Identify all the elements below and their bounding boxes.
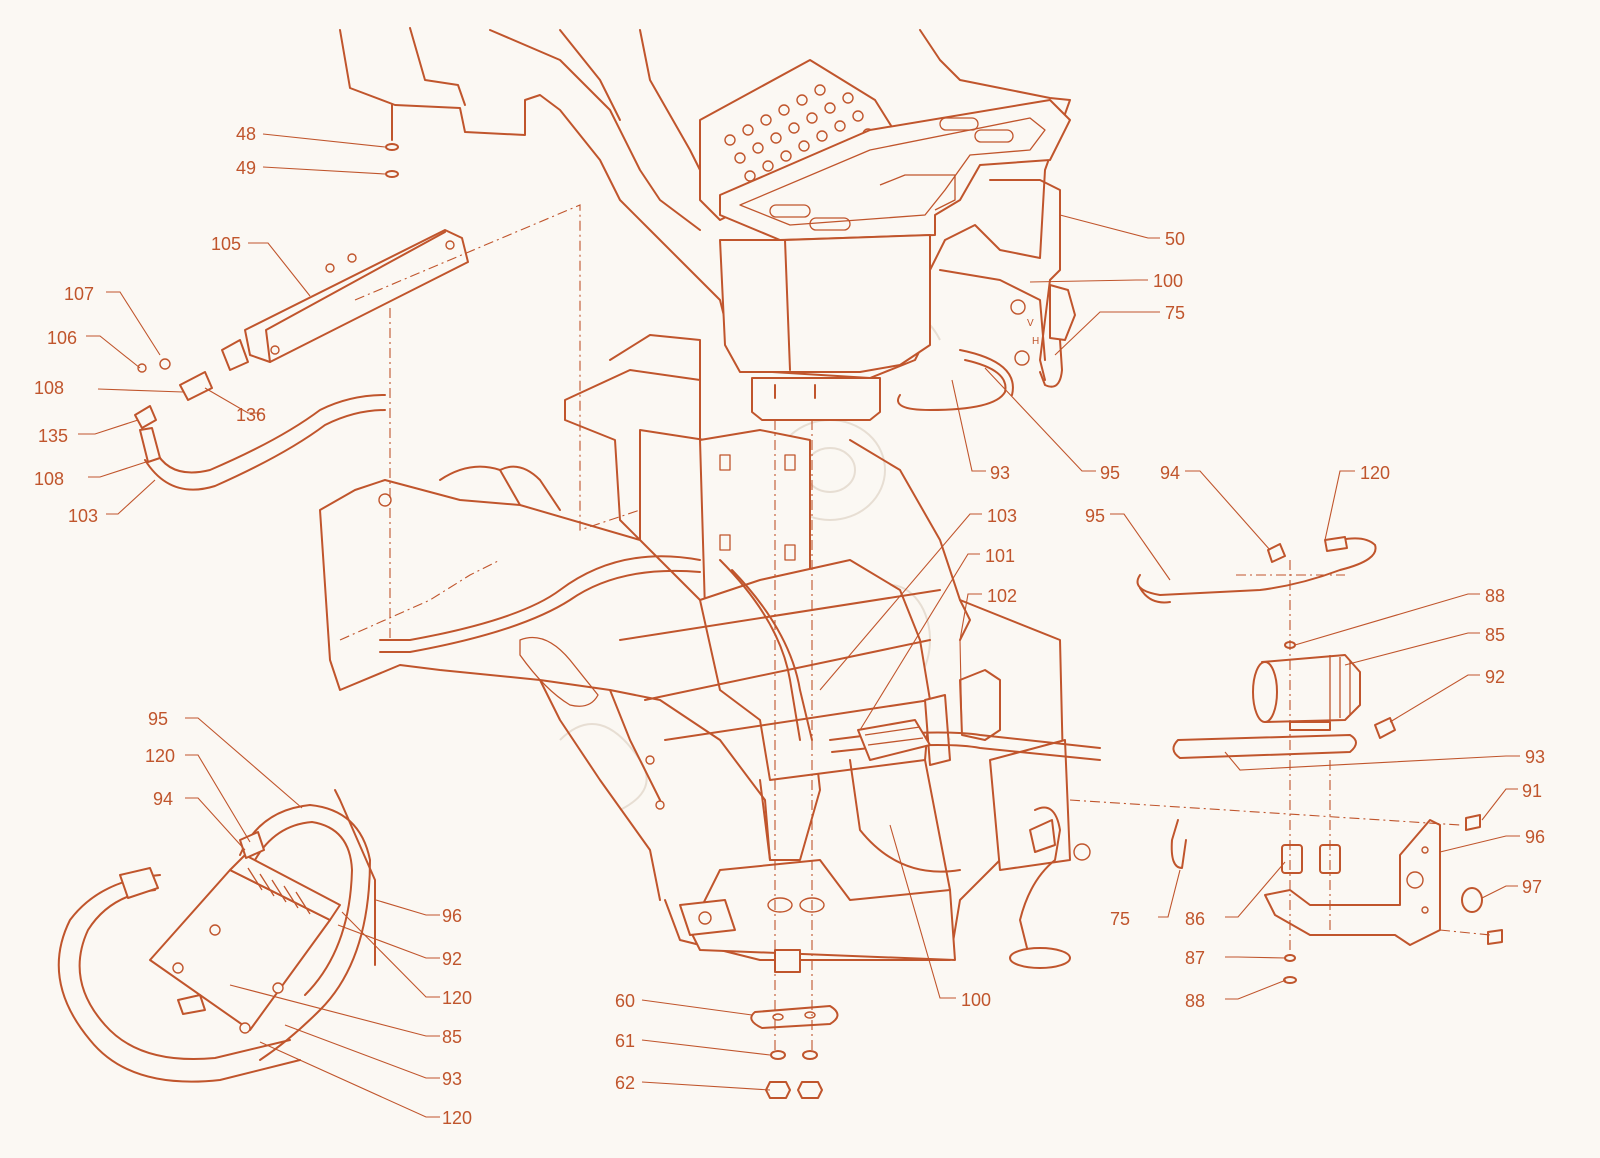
callout-105: 105 bbox=[211, 234, 241, 254]
callout-62: 62 bbox=[615, 1073, 635, 1093]
callout-120-detail-mid: 120 bbox=[442, 988, 472, 1008]
callout-87: 87 bbox=[1185, 948, 1205, 968]
callout-100-top: 100 bbox=[1153, 271, 1183, 291]
callout-102: 102 bbox=[987, 586, 1017, 606]
callout-96-detail: 96 bbox=[442, 906, 462, 926]
cylinder-105 bbox=[134, 229, 469, 429]
detail-pump-fins bbox=[247, 867, 311, 915]
callout-92-right: 92 bbox=[1485, 667, 1505, 687]
callout-85-right: 85 bbox=[1485, 625, 1505, 645]
callout-135: 135 bbox=[38, 426, 68, 446]
plate-and-nuts bbox=[750, 1005, 839, 1099]
callout-108-top: 108 bbox=[34, 378, 64, 398]
leader-lines bbox=[78, 133, 1520, 1118]
callout-97: 97 bbox=[1522, 877, 1542, 897]
callout-85-detail: 85 bbox=[442, 1027, 462, 1047]
pump-assembly-right bbox=[1136, 536, 1503, 984]
center-lines bbox=[339, 204, 1491, 1050]
washers-48-49 bbox=[385, 104, 399, 178]
callout-91: 91 bbox=[1522, 781, 1542, 801]
callout-60: 60 bbox=[615, 991, 635, 1011]
left-hose-103 bbox=[139, 394, 386, 491]
callout-120-detail-bottom: 120 bbox=[442, 1108, 472, 1128]
callout-88-bottom: 88 bbox=[1185, 991, 1205, 1011]
callout-95-right: 95 bbox=[1085, 506, 1105, 526]
callout-48: 48 bbox=[236, 124, 256, 144]
callout-95-center: 95 bbox=[1100, 463, 1120, 483]
callout-94-detail: 94 bbox=[153, 789, 173, 809]
callout-86: 86 bbox=[1185, 909, 1205, 929]
callout-93-right: 93 bbox=[1525, 747, 1545, 767]
callout-136: 136 bbox=[236, 405, 266, 425]
callout-75-top: 75 bbox=[1165, 303, 1185, 323]
main-frame bbox=[619, 439, 1091, 973]
callout-61: 61 bbox=[615, 1031, 635, 1051]
callout-120-right: 120 bbox=[1360, 463, 1390, 483]
callout-108-bottom: 108 bbox=[34, 469, 64, 489]
callout-49: 49 bbox=[236, 158, 256, 178]
valve-mark-v: V bbox=[1027, 318, 1034, 329]
valve-mark-h: H bbox=[1032, 336, 1039, 347]
callout-93-detail: 93 bbox=[442, 1069, 462, 1089]
callout-92-detail: 92 bbox=[442, 949, 462, 969]
callout-120-detail-top: 120 bbox=[145, 746, 175, 766]
detail-view-pump bbox=[57, 789, 376, 1083]
callout-100-bottom: 100 bbox=[961, 990, 991, 1010]
callout-88-top: 88 bbox=[1485, 586, 1505, 606]
hose-routing bbox=[379, 555, 1101, 761]
seat-housing-50: V H bbox=[339, 27, 1076, 421]
callout-93-center: 93 bbox=[990, 463, 1010, 483]
callout-107: 107 bbox=[64, 284, 94, 304]
callout-95-detail: 95 bbox=[148, 709, 168, 729]
callout-75-bottom: 75 bbox=[1110, 909, 1130, 929]
callout-103-left: 103 bbox=[68, 506, 98, 526]
callout-106: 106 bbox=[47, 328, 77, 348]
callout-94-right: 94 bbox=[1160, 463, 1180, 483]
callout-96-right: 96 bbox=[1525, 827, 1545, 847]
callout-50: 50 bbox=[1165, 229, 1185, 249]
callout-labels: 48 49 105 107 106 108 136 135 108 103 50… bbox=[34, 124, 1545, 1128]
left-fender bbox=[319, 465, 821, 901]
callout-103-center: 103 bbox=[987, 506, 1017, 526]
callout-101: 101 bbox=[985, 546, 1015, 566]
